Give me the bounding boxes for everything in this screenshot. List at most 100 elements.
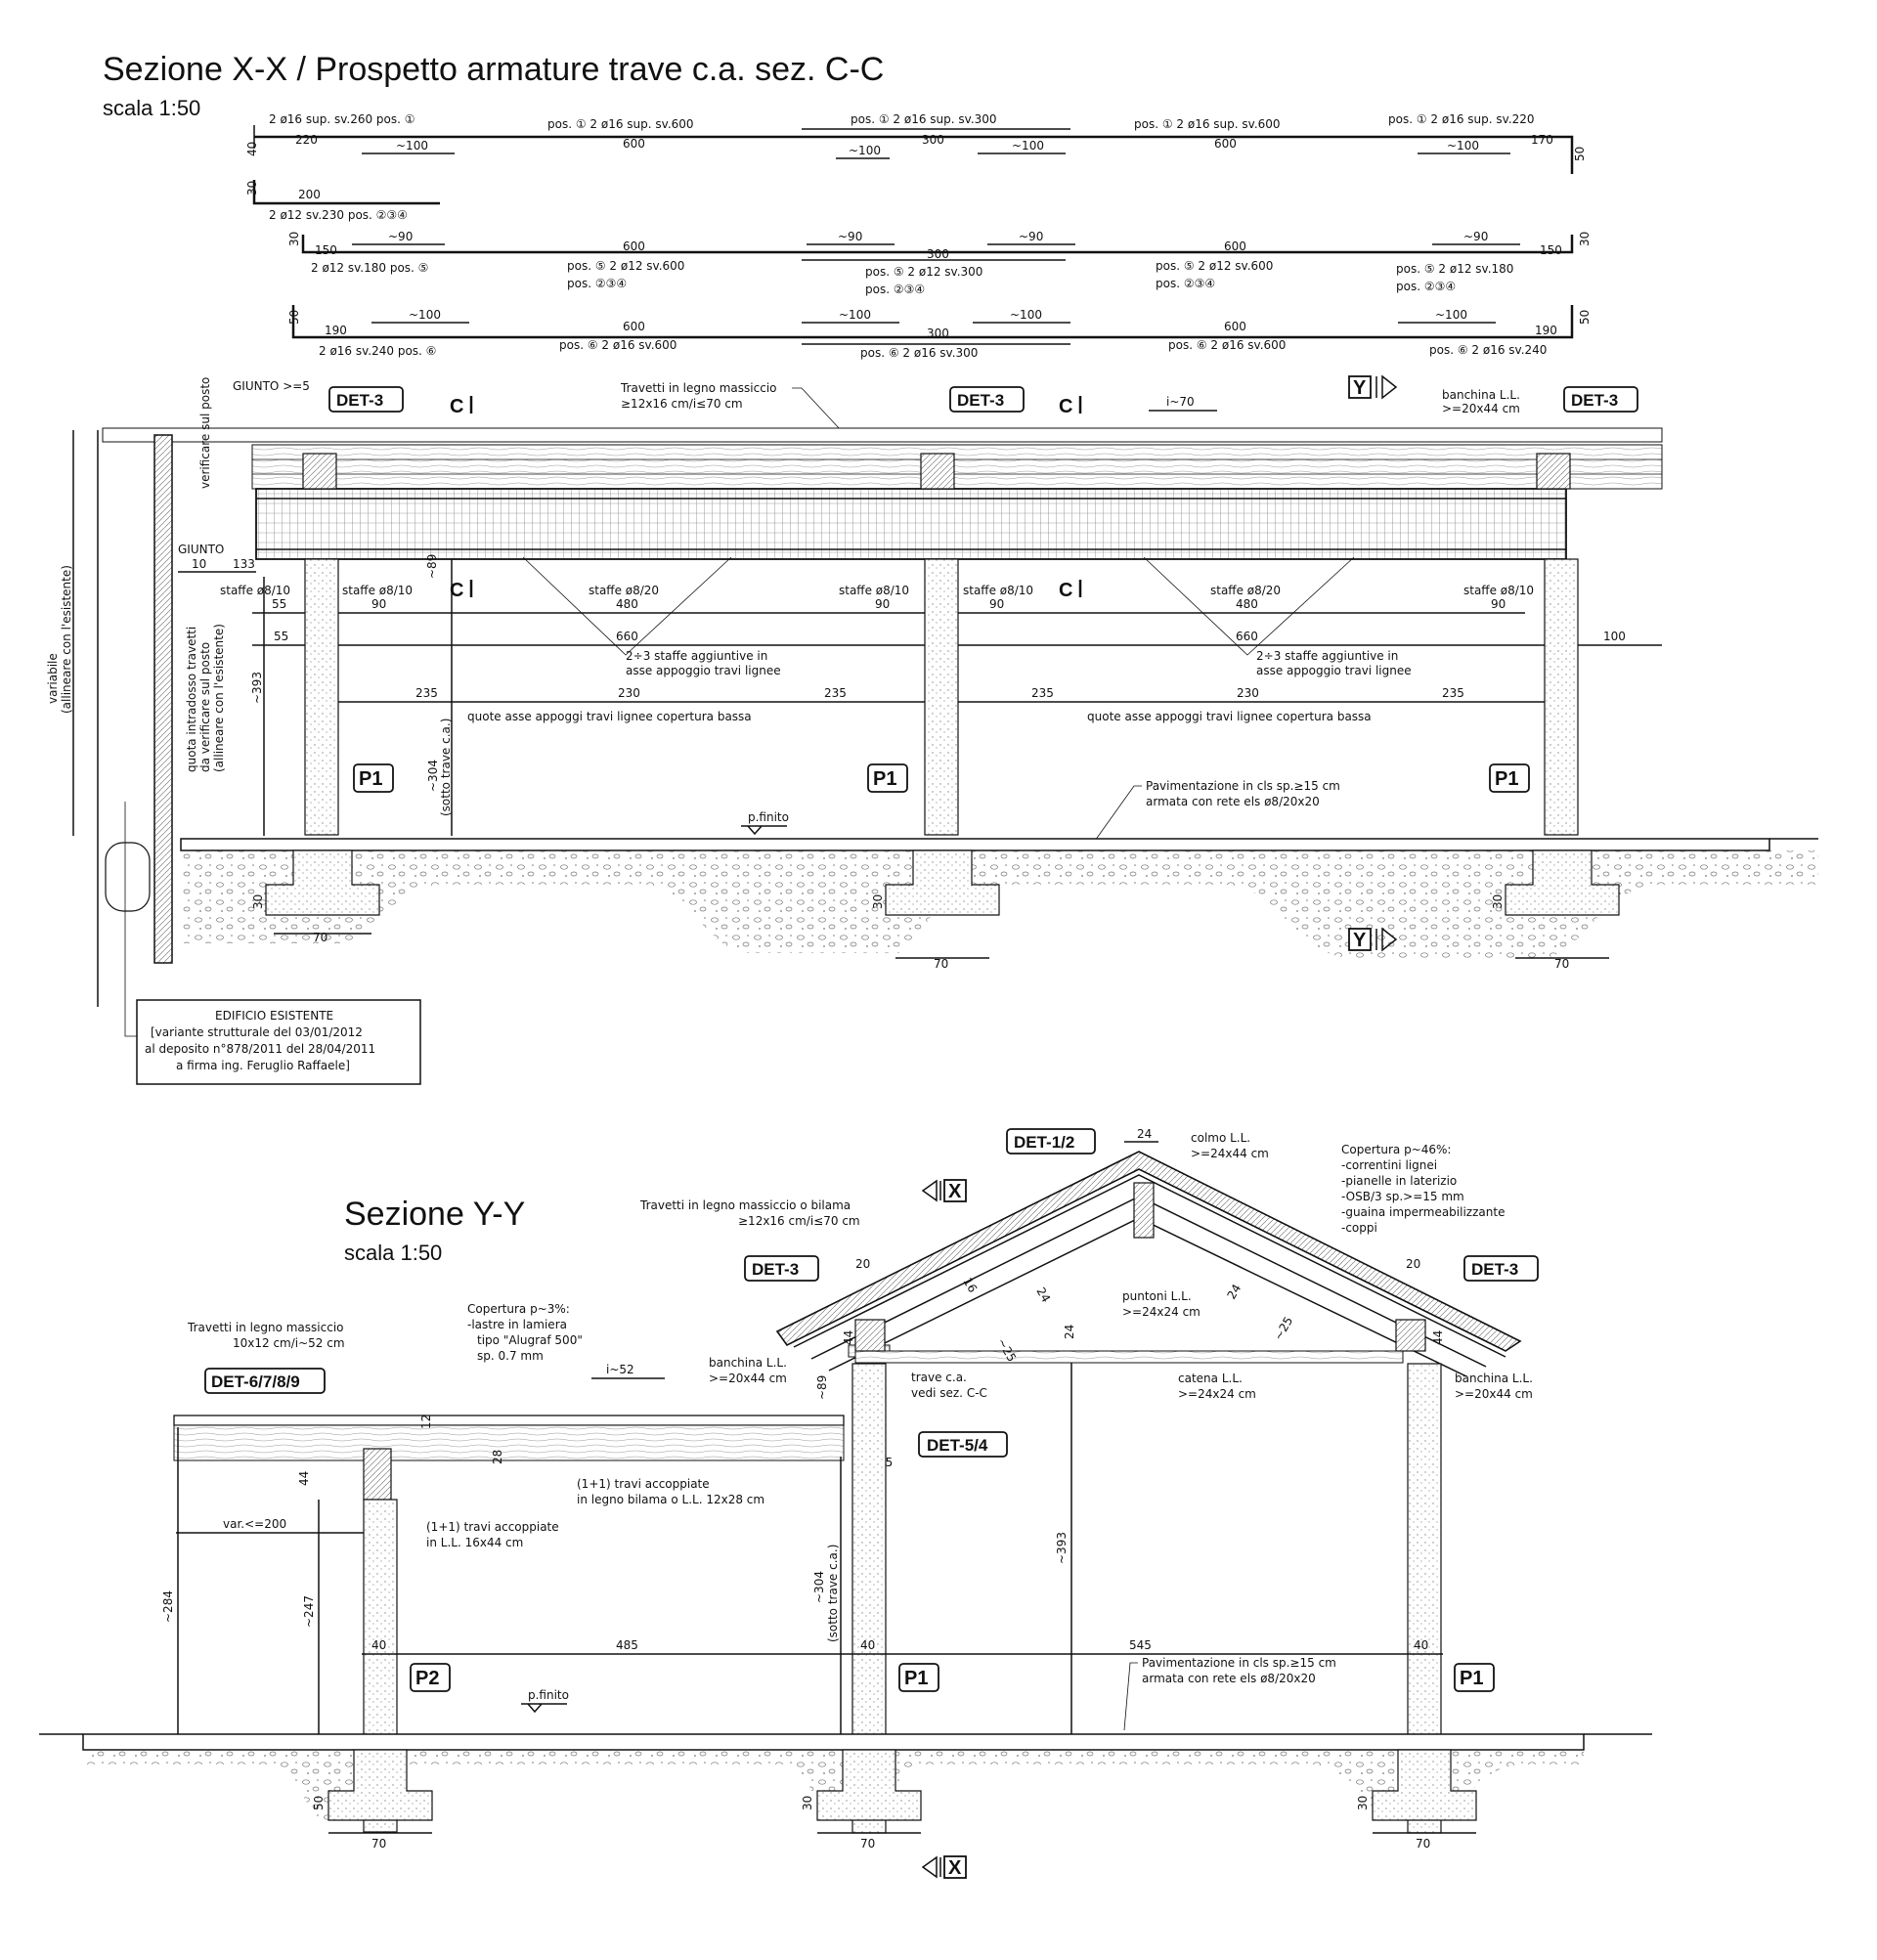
svg-text:20: 20: [855, 1257, 870, 1271]
section-xx-scale: scala 1:50: [103, 96, 200, 120]
catena-beam: [854, 1350, 1404, 1364]
cut-marker-c: C: [450, 396, 463, 417]
svg-text:190: 190: [325, 324, 347, 337]
svg-text:DET-6/7/8/9: DET-6/7/8/9: [211, 1372, 300, 1391]
svg-text:in L.L. 16x44 cm: in L.L. 16x44 cm: [426, 1536, 523, 1549]
svg-text:235: 235: [824, 686, 847, 700]
svg-text:Y: Y: [1353, 377, 1367, 399]
svg-text:235: 235: [1031, 686, 1054, 700]
detail-tag-det6789[interactable]: DET-6/7/8/9: [204, 1368, 326, 1394]
svg-text:sp. 0.7 mm: sp. 0.7 mm: [477, 1349, 544, 1363]
pillar-tag-p1[interactable]: P1: [867, 763, 908, 793]
rebar-label: 2 ø16 sv.240 pos. ⑥: [319, 344, 436, 358]
svg-text:pos. ②③④: pos. ②③④: [1156, 277, 1215, 290]
svg-text:Copertura p~46%:: Copertura p~46%:: [1341, 1143, 1451, 1156]
roof-sheet: [102, 427, 1663, 443]
footing: [265, 849, 380, 916]
note-banchina: banchina L.L.: [1442, 388, 1520, 402]
pillar-tag-p1[interactable]: P1: [898, 1663, 939, 1692]
dimension: 170: [1531, 133, 1553, 147]
svg-text:40: 40: [371, 1638, 386, 1652]
pillar-tag-p1[interactable]: P1: [1489, 763, 1530, 793]
detail-tag-det54[interactable]: DET-5/4: [918, 1431, 1008, 1458]
svg-text:≥12x16 cm/i≤70 cm: ≥12x16 cm/i≤70 cm: [621, 397, 743, 411]
svg-text:EDIFICIO ESISTENTE: EDIFICIO ESISTENTE: [215, 1009, 333, 1023]
svg-text:545: 545: [1129, 1638, 1152, 1652]
section-xx-title: Sezione X-X / Prospetto armature trave c…: [103, 51, 884, 88]
svg-text:-coppi: -coppi: [1341, 1221, 1377, 1235]
svg-text:(allineare con l'esistente): (allineare con l'esistente): [60, 565, 73, 714]
detail-tag-det3[interactable]: DET-3: [949, 386, 1025, 413]
detail-tag-det12[interactable]: DET-1/2: [1006, 1128, 1096, 1154]
svg-text:X: X: [948, 1181, 962, 1202]
svg-text:~393: ~393: [1055, 1532, 1069, 1564]
svg-text:20: 20: [1406, 1257, 1420, 1271]
svg-text:P2: P2: [415, 1668, 439, 1689]
svg-text:P1: P1: [904, 1668, 928, 1689]
svg-text:600: 600: [623, 320, 645, 333]
svg-text:~90: ~90: [388, 230, 413, 243]
note-travetti: Travetti in legno massiccio: [620, 381, 777, 395]
svg-text:GIUNTO >=5: GIUNTO >=5: [233, 379, 310, 393]
banchina-block: [302, 453, 337, 490]
svg-text:al deposito n°878/2011 del 28/: al deposito n°878/2011 del 28/04/2011: [145, 1042, 375, 1056]
svg-text:90: 90: [989, 597, 1004, 611]
svg-text:DET-3: DET-3: [1471, 1260, 1518, 1279]
svg-text:230: 230: [618, 686, 640, 700]
dimension: 600: [623, 137, 645, 151]
svg-text:tipo "Alugraf 500": tipo "Alugraf 500": [477, 1333, 583, 1347]
cut-marker-y[interactable]: Y: [1348, 927, 1398, 952]
pillar-tag-p1[interactable]: P1: [1454, 1663, 1495, 1692]
svg-text:pos. ②③④: pos. ②③④: [567, 277, 627, 290]
svg-text:DET-1/2: DET-1/2: [1014, 1133, 1074, 1152]
cut-marker-c: C: [1059, 396, 1072, 417]
floor-slab: [180, 838, 1770, 851]
svg-text:-lastre in lamiera: -lastre in lamiera: [467, 1318, 567, 1331]
cut-marker-y[interactable]: Y: [1348, 374, 1398, 400]
svg-text:P1: P1: [359, 768, 382, 790]
svg-text:660: 660: [1236, 630, 1258, 643]
rebar-label: 2 ø12 sv.230 pos. ②③④: [269, 208, 408, 222]
note-quote-asse: quote asse appoggi travi lignee copertur…: [1087, 710, 1372, 723]
floor-slab: [82, 1733, 1585, 1751]
cut-marker-x[interactable]: X: [921, 1179, 967, 1202]
rebar-label: pos. ⑤ 2 ø12 sv.600: [1156, 259, 1273, 273]
svg-text:600: 600: [1224, 240, 1246, 253]
svg-text:DET-3: DET-3: [1571, 391, 1618, 410]
detail-tag-det3[interactable]: DET-3: [328, 386, 404, 413]
note-verificare: verificare sul posto: [198, 377, 212, 489]
svg-text:30: 30: [871, 894, 885, 909]
pillar-tag-p1[interactable]: P1: [353, 763, 394, 793]
note-staffe: staffe ø8/10: [1463, 584, 1534, 597]
banchina-block: [1395, 1319, 1426, 1352]
svg-text:P1: P1: [873, 768, 896, 790]
svg-text:90: 90: [1491, 597, 1506, 611]
rebar-label: pos. ⑥ 2 ø16 sv.240: [1429, 343, 1547, 357]
svg-text:600: 600: [623, 240, 645, 253]
svg-text:600: 600: [1224, 320, 1246, 333]
svg-text:>=24x24 cm: >=24x24 cm: [1178, 1387, 1256, 1401]
svg-text:a firma ing. Feruglio Raffaele: a firma ing. Feruglio Raffaele]: [176, 1059, 350, 1072]
svg-text:12: 12: [419, 1415, 433, 1429]
note-staffe-aggiuntive: 2÷3 staffe aggiuntive in: [626, 649, 767, 663]
note-travi-accoppiate: (1+1) travi accoppiate: [577, 1477, 710, 1491]
svg-text:50: 50: [287, 310, 301, 325]
detail-tag-det3[interactable]: DET-3: [744, 1255, 819, 1282]
note-banchina: banchina L.L.: [709, 1356, 787, 1370]
svg-text:asse appoggio travi lignee: asse appoggio travi lignee: [626, 664, 781, 677]
ground-soil: [83, 1750, 1584, 1820]
pillar-tag-p2[interactable]: P2: [410, 1663, 451, 1692]
svg-text:~90: ~90: [1463, 230, 1488, 243]
note-catena: catena L.L.: [1178, 1372, 1243, 1385]
detail-tag-det3[interactable]: DET-3: [1463, 1255, 1539, 1282]
banchina-block: [854, 1319, 886, 1352]
svg-text:(allineare con l'esistente): (allineare con l'esistente): [212, 624, 226, 772]
svg-text:vedi sez. C-C: vedi sez. C-C: [911, 1386, 987, 1400]
svg-text:70: 70: [371, 1837, 386, 1851]
svg-text:44: 44: [297, 1471, 311, 1486]
svg-text:-pianelle in laterizio: -pianelle in laterizio: [1341, 1174, 1457, 1188]
cut-marker-x[interactable]: X: [921, 1855, 967, 1879]
detail-tag-det3[interactable]: DET-3: [1563, 386, 1638, 413]
rebar-label: 2 ø12 sv.180 pos. ⑤: [311, 261, 428, 275]
